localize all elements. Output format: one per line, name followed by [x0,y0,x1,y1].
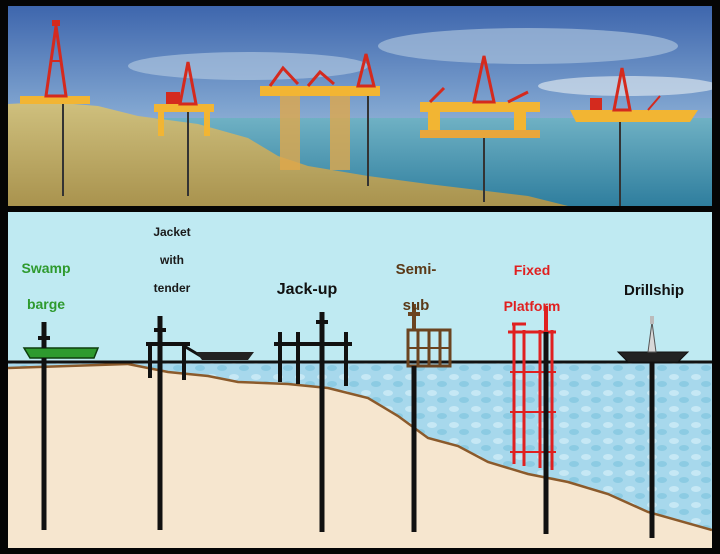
jacket-with-tender-rig [146,316,254,530]
seabed [8,364,712,548]
seabed-line [8,362,712,532]
drillship-rig [570,67,698,206]
land-rig [20,20,90,196]
label-jack-up: Jack-up [276,281,338,298]
drillship-rig [616,316,690,538]
fixed-platform-rig [508,306,556,534]
tall-platform-rig [260,53,380,186]
land [8,102,568,206]
offshore-rigs-illustration [8,6,712,206]
label-jacket-with-tender: Jacket with tender [153,225,191,295]
label-fixed-platform: Fixed Platform [503,262,561,314]
rig-types-scene [8,212,712,548]
label-semi-sub: Semi- sub [395,261,437,314]
sky [8,212,712,362]
rigs-scene [8,6,712,206]
jack-up-rig [274,312,352,532]
swamp-barge-rig [22,322,100,530]
cloud [128,52,368,80]
rig-types-diagram [8,212,712,548]
semi-submersible-rig [420,55,540,202]
label-drillship: Drillship [623,282,684,299]
jacket-rig [154,61,214,196]
semi-sub-rig [406,304,452,532]
label-swamp-barge: Swamp barge [21,260,71,312]
cloud [378,28,678,64]
